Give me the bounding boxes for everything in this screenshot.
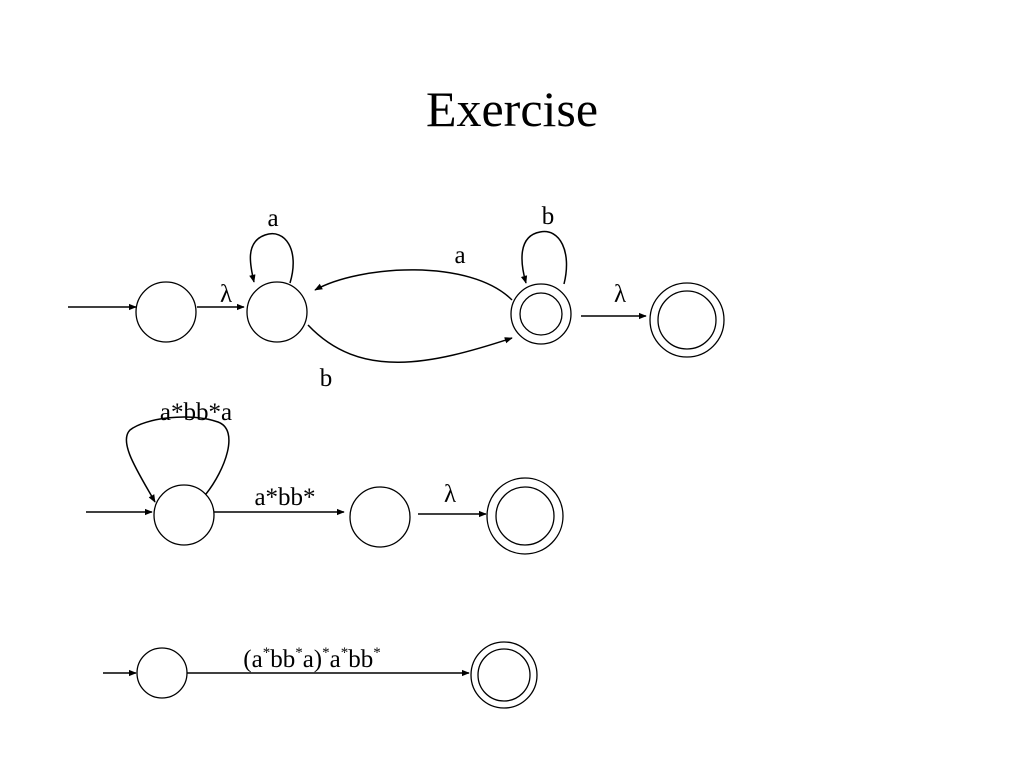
regex-part-2: bb <box>270 646 295 673</box>
edge-label-q1-to-q2: b <box>320 365 333 392</box>
state-q2-inner <box>519 292 563 336</box>
edge-label-loop-q0: a*bb*a <box>160 399 232 426</box>
slide-title: Exercise <box>425 81 599 137</box>
regex-sup-7: * <box>341 645 349 661</box>
regex-part-4: a) <box>303 646 322 673</box>
edge-label-regex: (a*bb*a)*a*bb* <box>243 645 380 673</box>
self-loop-q0 <box>125 416 230 503</box>
diagram-reduced-gnfa: a*bb*a a*bb* λ <box>86 399 564 555</box>
edge-q2-to-q1 <box>314 269 513 301</box>
edge-label-loop-q2: b <box>542 203 555 230</box>
state-start-3 <box>136 647 188 699</box>
regex-sup-3: * <box>295 645 303 661</box>
edge-label-q0-to-q1: a*bb* <box>254 484 315 511</box>
edge-label-loop-q1: a <box>267 205 278 232</box>
regex-part-6: a <box>330 646 341 673</box>
diagram-final-regex: (a*bb*a)*a*bb* <box>103 641 538 709</box>
edge-label-q2-to-q1: a <box>454 242 465 269</box>
edge-label-lambda-final-2: λ <box>444 481 456 508</box>
state-start <box>135 281 197 343</box>
state-q1 <box>246 281 308 343</box>
edge-label-lambda-start: λ <box>220 281 232 308</box>
state-q1-2 <box>349 486 411 548</box>
state-q0 <box>153 484 215 546</box>
edge-q1-to-q2 <box>307 324 513 363</box>
self-loop-q2 <box>520 230 568 285</box>
regex-sup-9: * <box>373 645 381 661</box>
state-final-inner <box>657 290 717 350</box>
regex-part-0: (a <box>243 646 262 673</box>
state-final-inner-2 <box>495 486 555 546</box>
regex-sup-1: * <box>263 645 271 661</box>
edge-label-lambda-final: λ <box>614 281 626 308</box>
state-final-inner-3 <box>477 648 531 702</box>
regex-sup-5: * <box>322 645 330 661</box>
diagram-original-nfa: λ a a b b λ <box>68 203 725 392</box>
regex-part-8: bb <box>348 646 373 673</box>
self-loop-q1 <box>249 233 294 284</box>
